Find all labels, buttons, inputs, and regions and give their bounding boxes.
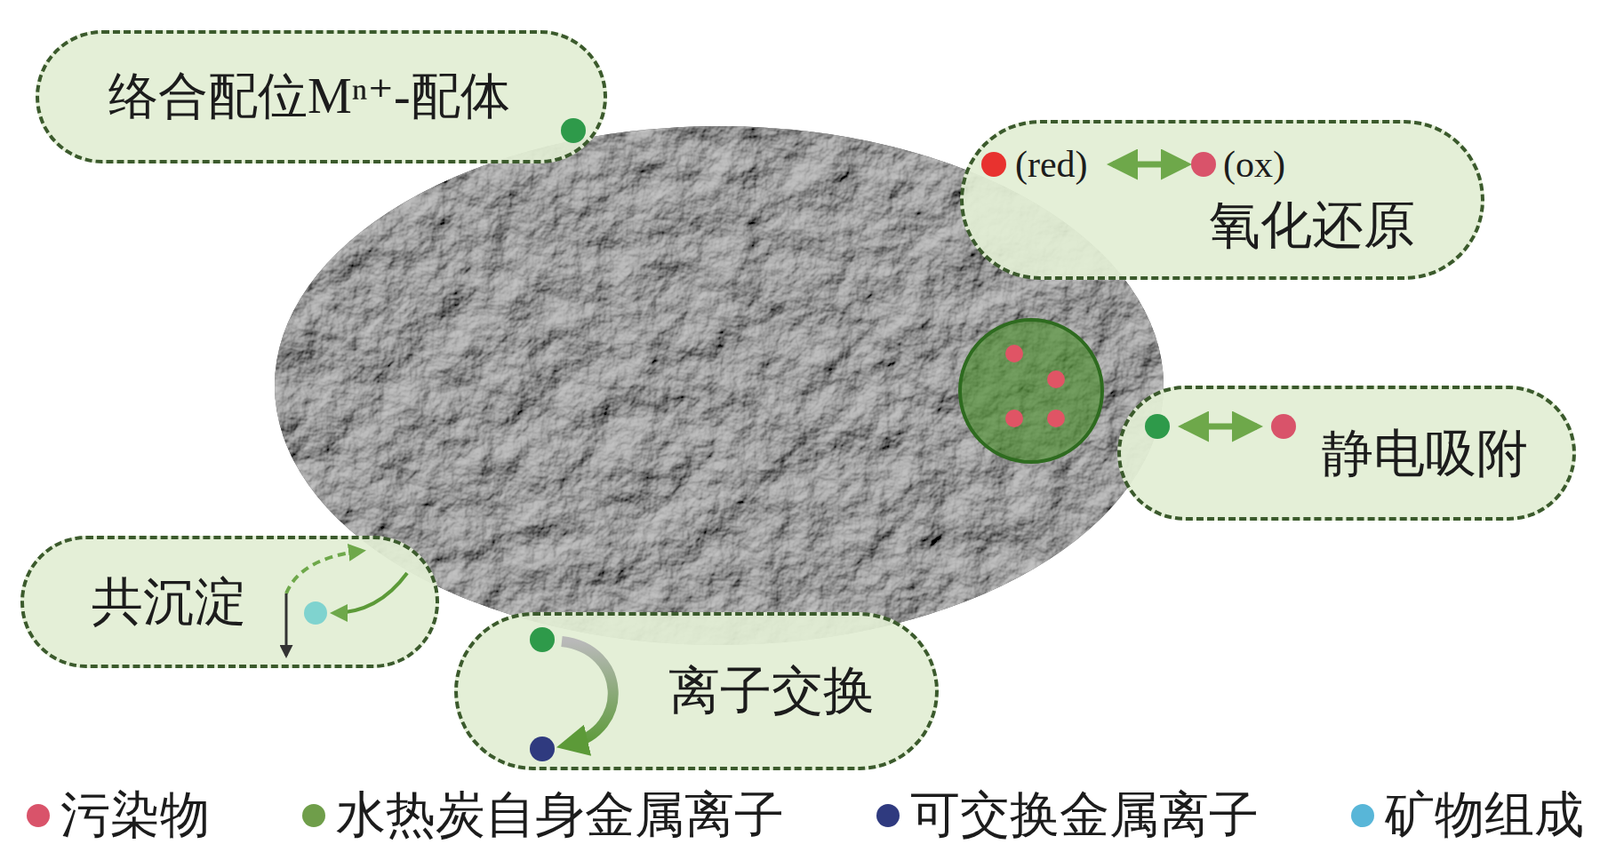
- pollutant-dot: [1047, 409, 1065, 428]
- box-label: 离子交换: [668, 662, 875, 722]
- legend: 污染物 水热炭自身金属离子 可交换金属离子 矿物组成: [26, 785, 1584, 846]
- mechanism-box: 共沉淀: [20, 536, 440, 669]
- legend-label: 矿物组成: [1384, 785, 1584, 846]
- legend-label: 水热炭自身金属离子: [336, 785, 784, 846]
- pollutant-dot: [1047, 370, 1065, 389]
- coprecip-dashed-arrow: [286, 551, 363, 594]
- reduced-dot: [981, 152, 1007, 177]
- metal-ion-dot: [560, 118, 586, 144]
- metal-ion-dot: [1144, 414, 1170, 440]
- legend-swatch: [302, 804, 326, 828]
- legend-item: 矿物组成: [1351, 785, 1584, 846]
- legend-item: 污染物: [26, 785, 210, 846]
- legend-item: 水热炭自身金属离子: [302, 785, 784, 846]
- exchange-arrow: [561, 641, 614, 745]
- mechanism-box: 静电吸附: [1117, 385, 1576, 521]
- mechanism-box: 离子交换: [454, 612, 939, 771]
- mechanism-box: (red) (ox) 氧化还原: [960, 120, 1485, 280]
- mechanism-box: 络合配位Mⁿ⁺-配体: [35, 30, 608, 164]
- legend-swatch: [876, 804, 900, 828]
- legend-label: 污染物: [60, 785, 210, 846]
- box-label: 络合配位Mⁿ⁺-配体: [108, 67, 511, 125]
- text-slot: 静电吸附: [1321, 424, 1528, 485]
- box-label: (red): [1015, 143, 1088, 186]
- text-slot: 络合配位Mⁿ⁺-配体: [108, 67, 511, 125]
- adsorption-site: [960, 320, 1103, 463]
- legend-swatch: [26, 804, 50, 828]
- box-label: 共沉淀: [91, 573, 247, 633]
- legend-label: 可交换金属离子: [910, 785, 1259, 846]
- precipitate-arrow: [285, 593, 288, 656]
- oxidized-dot: [1191, 152, 1216, 177]
- legend-item: 可交换金属离子: [876, 785, 1259, 846]
- coprecip-arrow: [333, 573, 408, 614]
- mineral-dot: [304, 601, 328, 625]
- redox-arrow: [1112, 161, 1186, 168]
- site-circle: [960, 320, 1103, 463]
- pollutant-dot: [1271, 414, 1296, 440]
- legend-swatch: [1351, 804, 1375, 828]
- metal-ion-dot: [529, 627, 555, 653]
- box-label: 静电吸附: [1321, 424, 1528, 485]
- pollutant-dot: [1005, 344, 1024, 363]
- text-slot: 离子交换: [668, 662, 875, 722]
- text-slot: (red): [1015, 143, 1088, 186]
- exchangeable-ion-dot: [529, 736, 555, 762]
- text-slot: 共沉淀: [91, 573, 247, 633]
- box-label: (ox): [1223, 143, 1286, 186]
- adsorption-arrow: [1184, 424, 1257, 431]
- box-label: 氧化还原: [1208, 196, 1416, 256]
- text-slot: (ox): [1223, 143, 1286, 186]
- pollutant-dot: [1005, 409, 1024, 428]
- text-slot: 氧化还原: [1208, 196, 1416, 256]
